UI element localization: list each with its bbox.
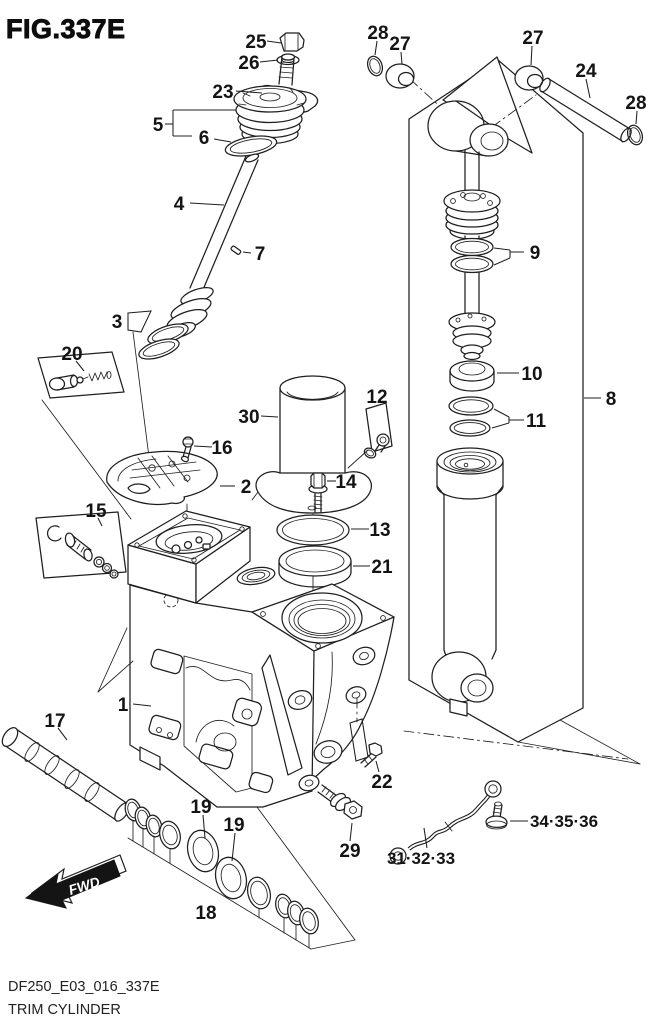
part-ref-19a: 19 <box>190 797 211 818</box>
part-ref-7: 7 <box>255 244 266 265</box>
part-1-cylinder-body <box>97 510 395 941</box>
part-ref-28-right: 28 <box>625 93 646 114</box>
part-ref-5: 5 <box>153 115 164 136</box>
part-ref-31-32-33: 31·32·33 <box>387 849 455 868</box>
part-ref-11: 11 <box>526 411 547 432</box>
part-ref-29: 29 <box>339 841 360 862</box>
part-17-shaft <box>1 727 130 822</box>
part-ref-9: 9 <box>530 243 541 264</box>
part-13-o-ring <box>276 514 350 546</box>
part-2-valve-plate <box>106 450 218 553</box>
figure-title: FIG.337E <box>6 14 126 44</box>
part-34-35-36-screw <box>485 801 508 830</box>
part-21-spool <box>278 545 352 588</box>
part-18-19-seal-set <box>124 798 356 950</box>
drawing-code: DF250_E03_016_337E <box>8 979 160 995</box>
part-ref-24: 24 <box>575 61 597 82</box>
part-labels: 25 26 23 5 6 4 7 3 20 16 2 30 12 14 13 2… <box>44 23 646 924</box>
part-ref-21: 21 <box>371 557 393 578</box>
part-15-valve-kit <box>35 511 127 579</box>
part-16-bleed-valve <box>180 436 194 463</box>
part-ref-12: 12 <box>366 387 387 408</box>
part-3-rings <box>41 310 189 520</box>
part-ref-28-left: 28 <box>367 23 388 44</box>
part-8-trim-cylinder-assembly <box>427 100 509 717</box>
part-ref-18: 18 <box>195 903 216 924</box>
part-28-ring-right <box>626 124 644 146</box>
drawing-title: TRIM CYLINDER <box>8 1002 121 1018</box>
part-ref-23: 23 <box>212 82 233 103</box>
part-ref-20: 20 <box>61 344 82 365</box>
part-5-cylinder-cap <box>165 85 307 145</box>
part-25-nut <box>279 32 305 52</box>
part-ref-13: 13 <box>369 520 390 541</box>
part-ref-27-left: 27 <box>389 34 410 55</box>
part-ref-25: 25 <box>245 32 267 53</box>
part-ref-26: 26 <box>238 53 259 74</box>
part-ref-6: 6 <box>199 128 210 149</box>
part-ref-19b: 19 <box>223 815 244 836</box>
part-7-pin <box>230 245 242 255</box>
part-4-piston-rod <box>166 153 260 339</box>
part-ref-3: 3 <box>112 312 123 333</box>
part-ref-15: 15 <box>85 501 107 522</box>
part-28-ring-left <box>366 55 384 77</box>
part-ref-14: 14 <box>335 472 357 493</box>
part-29-bolt <box>317 784 363 820</box>
part-ref-8: 8 <box>606 389 617 410</box>
part-ref-2: 2 <box>241 477 252 498</box>
part-22-bolt <box>349 697 383 768</box>
part-24-pin <box>539 77 632 143</box>
leader-lines <box>57 40 638 862</box>
part-ref-17: 17 <box>44 711 65 732</box>
part-ref-34-35-36: 34·35·36 <box>530 812 598 831</box>
part-ref-27-right: 27 <box>522 28 543 49</box>
part-12-fitting-kit <box>347 402 393 469</box>
part-20-valve-kit <box>37 351 125 399</box>
part-27-bushing-left <box>385 63 415 89</box>
part-ref-16: 16 <box>211 438 232 459</box>
part-27-bushing-right <box>514 65 544 91</box>
part-ref-1: 1 <box>118 695 129 716</box>
part-ref-30: 30 <box>238 407 259 428</box>
part-14-bolt <box>308 472 328 513</box>
part-ref-10: 10 <box>521 364 542 385</box>
part-ref-22: 22 <box>371 772 392 793</box>
part-ref-4: 4 <box>174 194 185 215</box>
fwd-arrow: FWD <box>24 854 127 909</box>
assembly-box-outline <box>403 56 641 765</box>
